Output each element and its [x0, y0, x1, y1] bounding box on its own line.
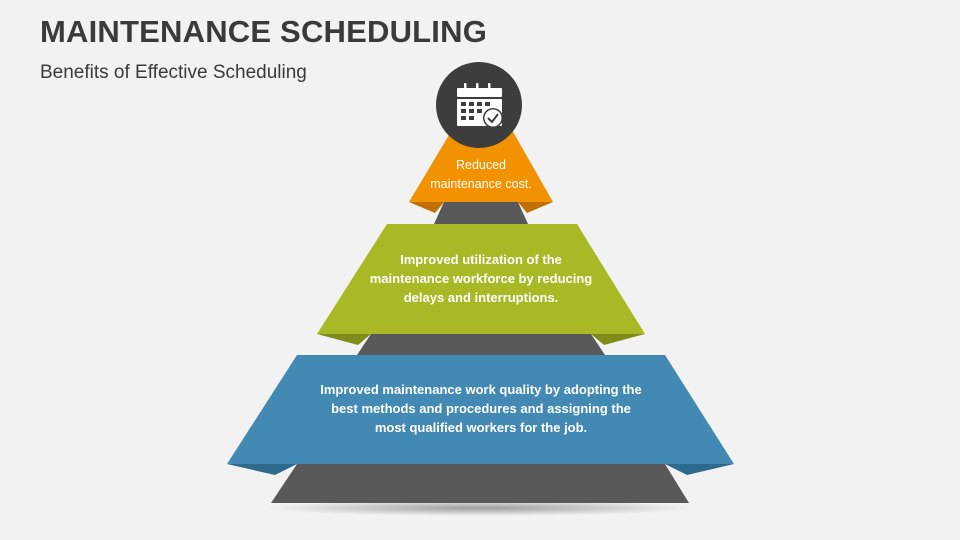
- level-2-text: Improved utilization of the maintenance …: [369, 252, 593, 305]
- fold-green-right: [591, 334, 645, 345]
- level-1-band: [409, 130, 553, 202]
- page-subtitle: Benefits of Effective Scheduling: [40, 62, 307, 83]
- calendar-check-icon: [457, 83, 503, 128]
- pyramid-base-band: [271, 464, 689, 503]
- level-1-text: Reduced maintenance cost.: [430, 158, 532, 191]
- pyramid-shadow: [265, 500, 695, 516]
- level-3-band: [227, 355, 734, 464]
- level-3-text: Improved maintenance work quality by ado…: [320, 382, 642, 435]
- level-2-band: [317, 224, 645, 334]
- fold-blue-left: [227, 464, 297, 475]
- pyramid-middle-band: [357, 334, 605, 355]
- fold-green-left: [317, 334, 371, 345]
- pyramid-top-band: [434, 202, 528, 224]
- page-title: MAINTENANCE SCHEDULING: [40, 14, 488, 49]
- fold-blue-right: [665, 464, 734, 475]
- fold-orange-right: [518, 202, 553, 213]
- fold-orange-left: [409, 202, 444, 213]
